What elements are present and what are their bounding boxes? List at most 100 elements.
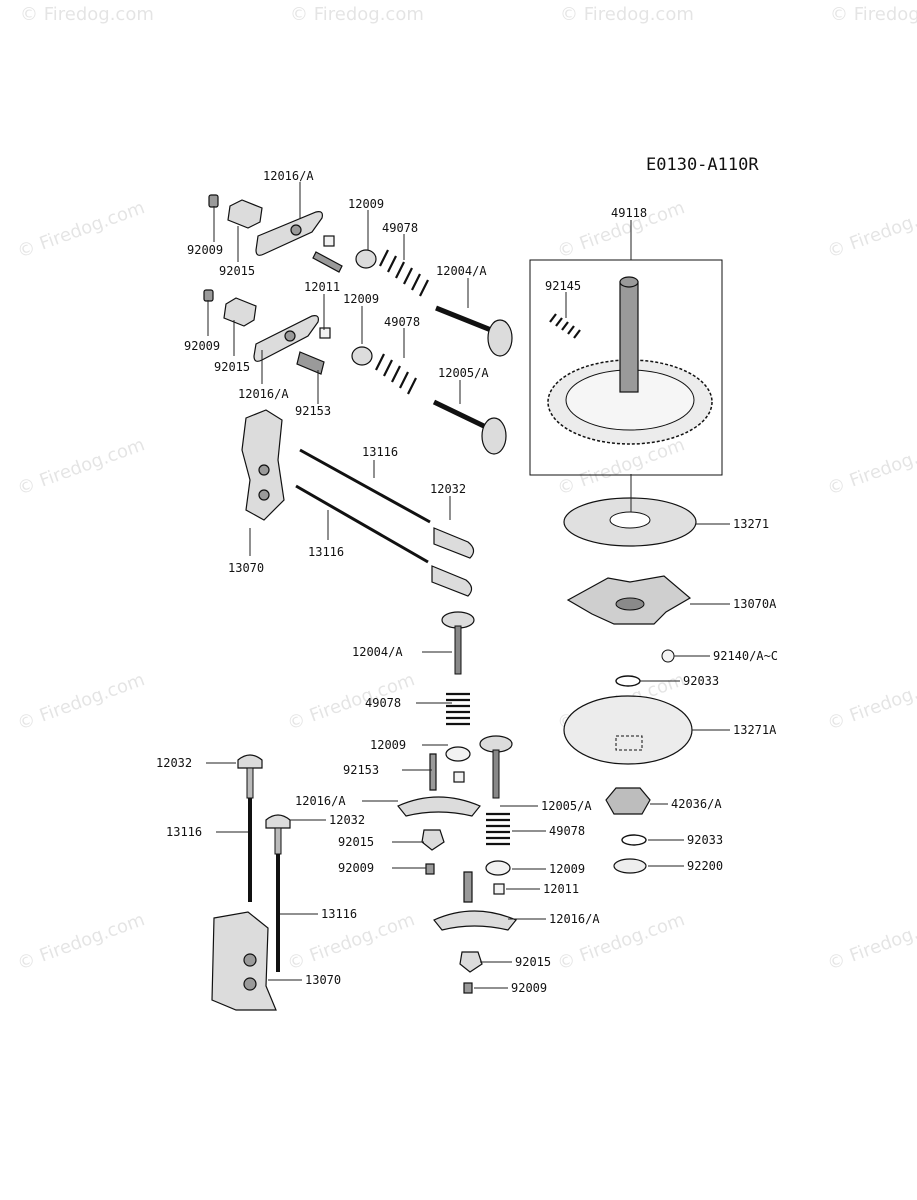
label-92153: 92153: [343, 763, 379, 777]
pushrod-tappet-group: [241, 409, 475, 597]
watermark: © Firedog.com: [15, 909, 148, 975]
stud-12011: [463, 871, 473, 903]
nut-small: [493, 883, 505, 895]
watermark: © Firedog.com: [290, 4, 424, 25]
label-13271: 13271: [733, 517, 769, 531]
seal-12009: [351, 346, 373, 366]
pushrod-13116: [299, 448, 431, 524]
label-12004A: 12004/A: [352, 645, 403, 659]
rocker-arm-12016A: [433, 910, 517, 931]
label-12016A: 12016/A: [238, 387, 289, 401]
label-92200: 92200: [687, 859, 723, 873]
diagram-code: E0130-A110R: [646, 155, 759, 175]
label-92009: 92009: [338, 861, 374, 875]
watermark: © Firedog.com: [825, 669, 917, 735]
nut-92009: [463, 982, 473, 994]
label-92015: 92015: [214, 360, 250, 374]
stud-92153: [296, 351, 325, 375]
seal-12009: [485, 860, 511, 876]
tappet-stem: [246, 767, 254, 799]
washer-92200: [613, 858, 647, 874]
clip-92033: [615, 675, 641, 687]
valve-head-12004A: [487, 319, 513, 357]
tappet-12032: [237, 754, 263, 769]
label-92009: 92009: [187, 243, 223, 257]
spring-49078: [486, 812, 510, 846]
label-92009: 92009: [184, 339, 220, 353]
adjuster-92015: [227, 199, 263, 229]
label-13116: 13116: [321, 907, 357, 921]
clip-92033: [621, 834, 647, 846]
watermark: © Firedog.com: [20, 4, 154, 25]
stud-12011: [312, 251, 343, 273]
label-12016A: 12016/A: [263, 169, 314, 183]
valve-stem-12005A: [492, 749, 500, 799]
label-92009: 92009: [511, 981, 547, 995]
tappet-12032: [265, 814, 291, 829]
stud-92153: [429, 753, 437, 791]
label-12011: 12011: [304, 280, 340, 294]
cam-plate-hole: [243, 977, 257, 991]
cup-13271A: [563, 695, 693, 765]
label-12004A: 12004/A: [436, 264, 487, 278]
pushrod-13116: [295, 484, 429, 564]
label-92033: 92033: [683, 674, 719, 688]
label-12016A: 12016/A: [295, 794, 346, 808]
tappet-12032: [431, 565, 473, 597]
cam-plate-hole: [243, 953, 257, 967]
watermark: © Firedog.com: [825, 909, 917, 975]
cam-plate-hole: [258, 489, 270, 501]
label-12032: 12032: [329, 813, 365, 827]
watermark: © Firedog.com: [15, 434, 148, 500]
label-92153: 92153: [295, 404, 331, 418]
seal-12009: [355, 249, 377, 269]
label-92033: 92033: [687, 833, 723, 847]
label-12005A: 12005/A: [438, 366, 489, 380]
label-13070A: 13070A: [733, 597, 777, 611]
nut-small: [319, 327, 331, 339]
cup-slot: [615, 735, 643, 751]
label-92015: 92015: [515, 955, 551, 969]
lower-valve-group: [211, 611, 517, 1011]
nut-92009: [203, 289, 214, 302]
adjuster-92015: [459, 951, 483, 973]
watermark: © Firedog.com: [15, 197, 148, 263]
watermark: © Firedog.com: [15, 669, 148, 735]
watermark: © Firedog.com: [825, 434, 917, 500]
valve-stem-12005A: [432, 399, 490, 431]
nut-92009: [208, 194, 219, 208]
valve-head-12005A: [481, 417, 507, 455]
governor-stack: [563, 497, 697, 874]
label-12032: 12032: [430, 482, 466, 496]
label-12032: 12032: [156, 756, 192, 770]
label-92015: 92015: [219, 264, 255, 278]
label-92140: 92140/A~C: [713, 649, 778, 663]
watermark: © Firedog.com: [825, 197, 917, 263]
part-labels: 12016/A 12009 49078 92009 92015 12011 12…: [156, 169, 778, 995]
adjuster-92015: [223, 297, 257, 327]
top-rocker-assembly: [208, 194, 513, 357]
rocker-arm-12016A: [255, 211, 323, 256]
tappet-stem: [274, 827, 282, 855]
rocker-pivot: [290, 224, 302, 236]
spring-49078: [375, 353, 417, 395]
second-rocker-assembly: [203, 289, 507, 455]
label-12016A: 12016/A: [549, 912, 600, 926]
ball-92140: [661, 649, 675, 663]
watermark: © Firedog.com: [830, 4, 917, 25]
watermark: © Firedog.com: [555, 434, 688, 500]
label-92145: 92145: [545, 279, 581, 293]
valve-stem-12004A: [454, 625, 462, 675]
leader-lines: [206, 182, 730, 989]
washer-hole: [609, 511, 651, 529]
label-49078: 49078: [365, 696, 401, 710]
camshaft-end: [619, 276, 639, 288]
label-49078: 49078: [549, 824, 585, 838]
nut-92009: [425, 863, 435, 875]
label-13070: 13070: [228, 561, 264, 575]
label-49078: 49078: [382, 221, 418, 235]
label-92015: 92015: [338, 835, 374, 849]
seal-12009: [445, 746, 471, 762]
nut-small: [323, 235, 335, 247]
